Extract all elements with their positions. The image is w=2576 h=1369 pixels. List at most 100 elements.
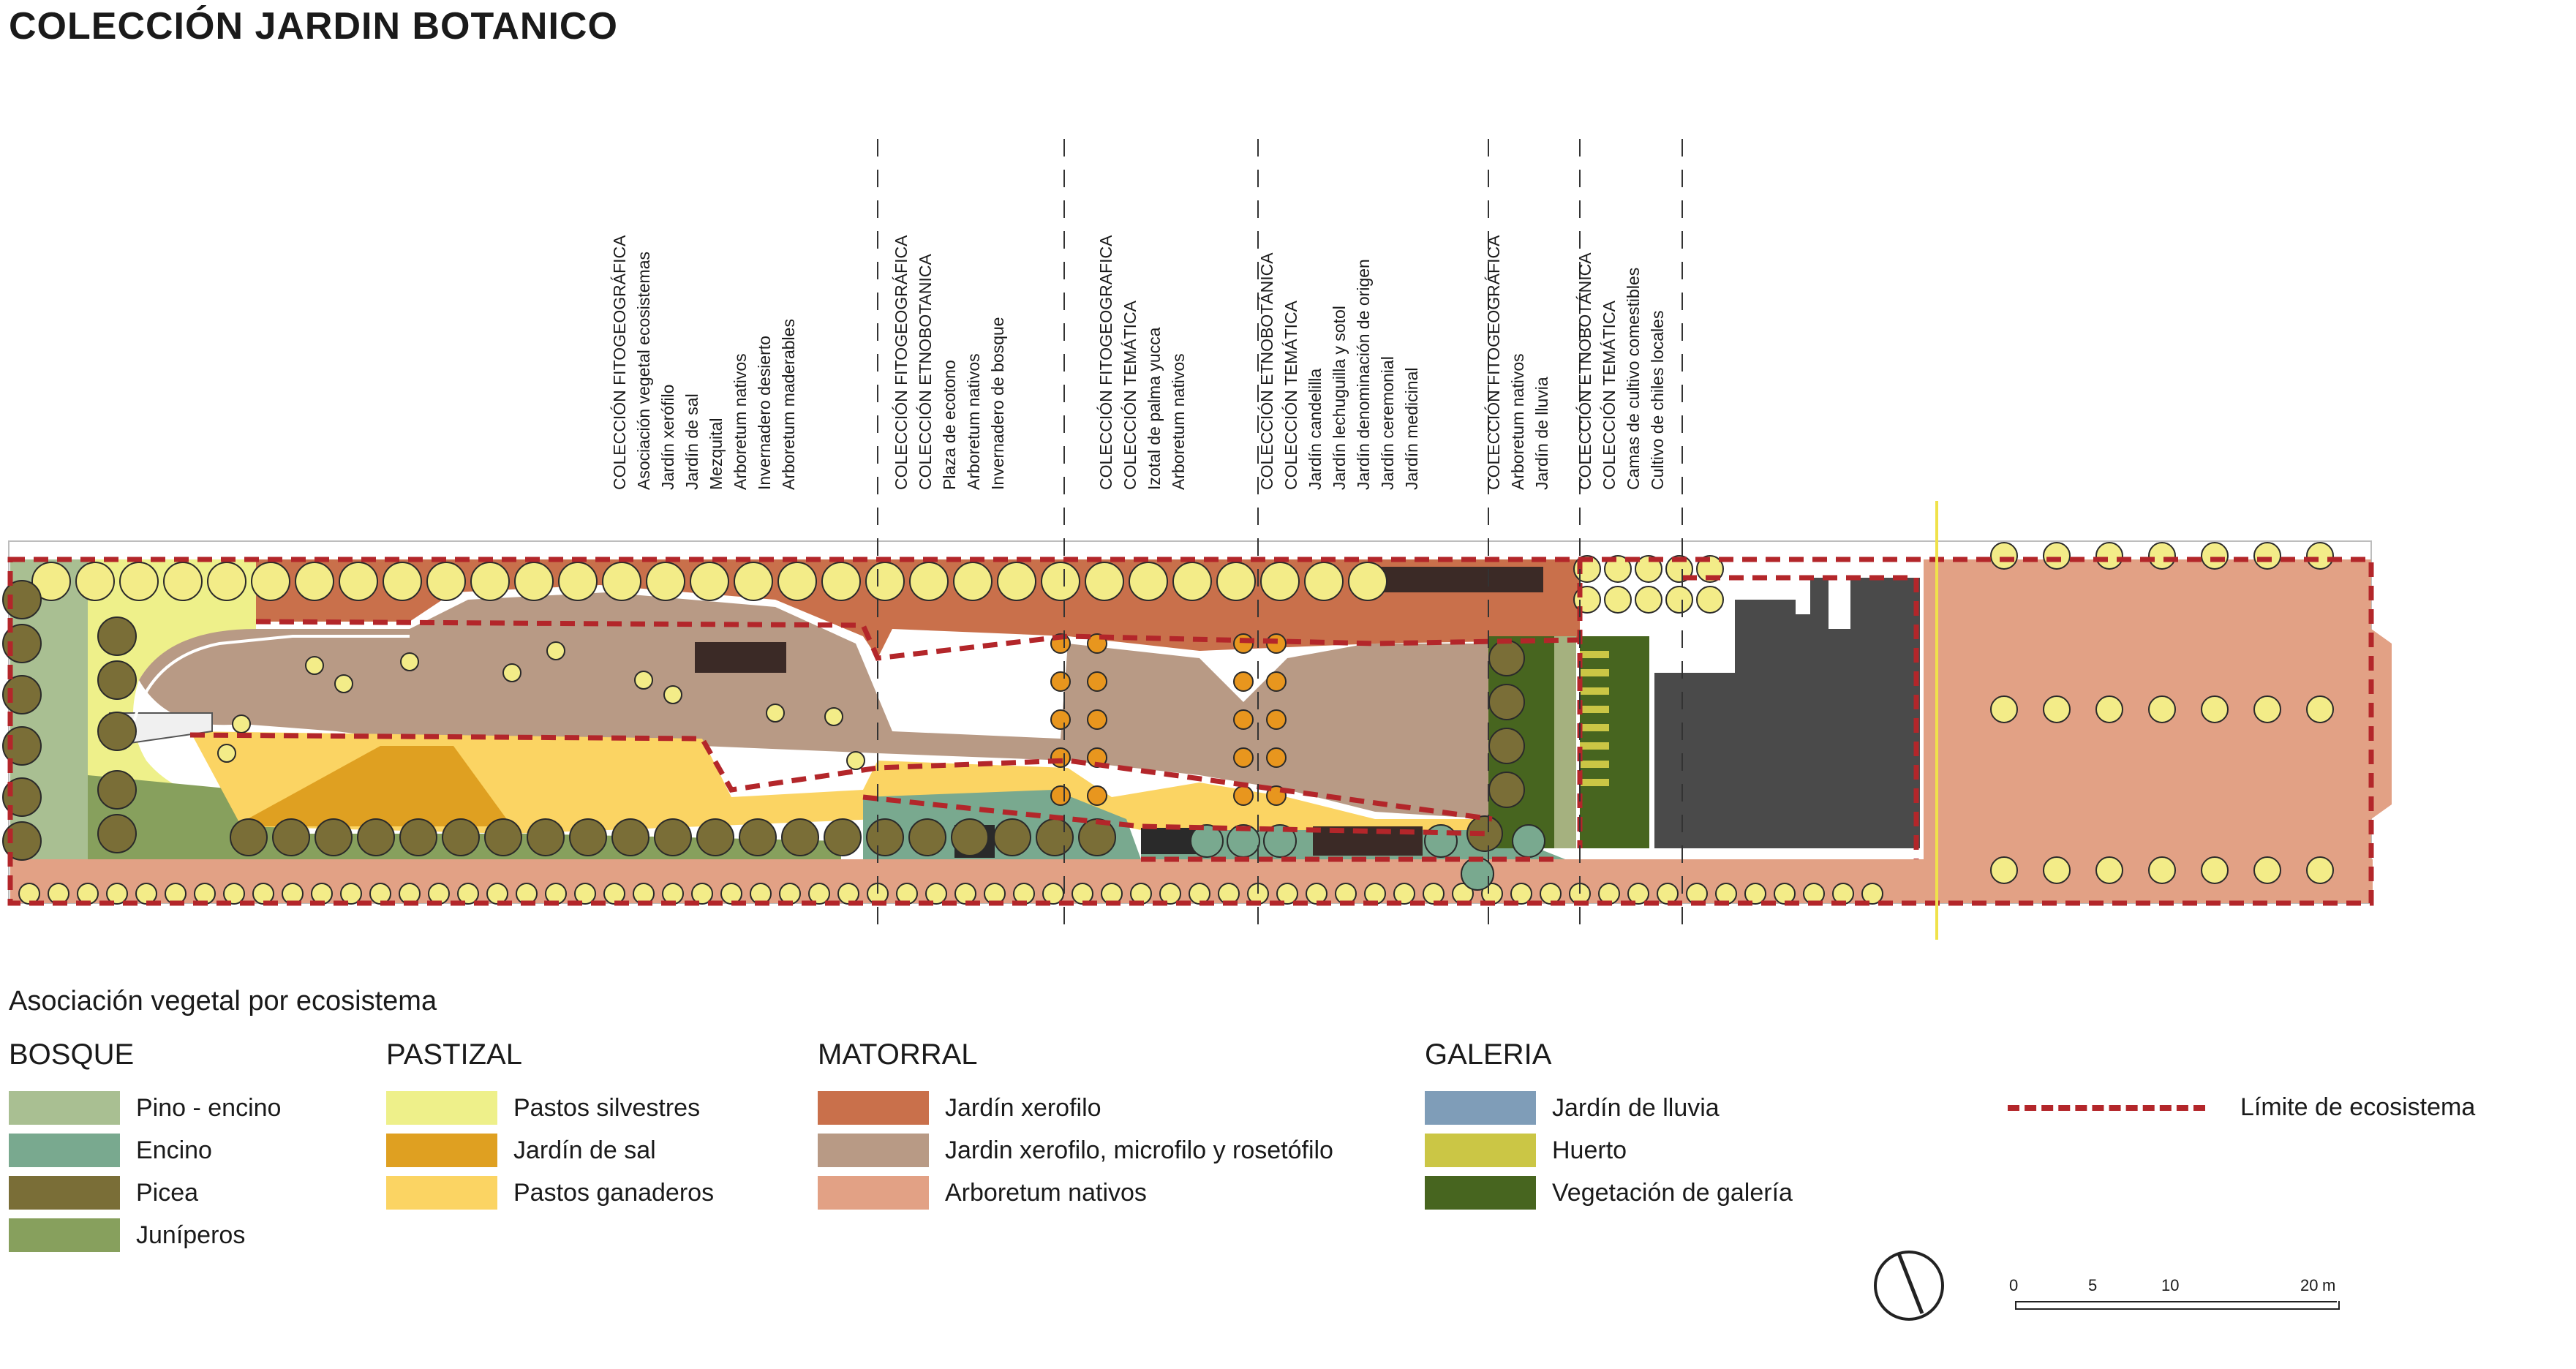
legend-swatch	[9, 1176, 120, 1210]
scale-frame	[2015, 1301, 2340, 1310]
tree-icon	[821, 562, 861, 601]
tree-icon	[1078, 818, 1116, 856]
legend-group-galeria: GALERIA Jardín de lluvia Huerto Vegetaci…	[1425, 1038, 1793, 1214]
tree-icon	[1233, 785, 1254, 806]
tree-icon	[846, 751, 865, 770]
tree-icon	[1393, 883, 1415, 905]
zone-label: COLECCIÓN ETNOBOTANICA	[916, 253, 935, 490]
tree-icon	[1304, 562, 1344, 601]
tree-icon	[1635, 555, 1662, 583]
tree-icon	[2043, 695, 2071, 723]
tree-icon	[1087, 671, 1107, 692]
tree-icon	[908, 818, 946, 856]
legend-title: Asociación vegetal por ecosistema	[9, 986, 437, 1017]
main-path	[130, 635, 410, 732]
tree-icon	[1087, 785, 1107, 806]
tree-icon	[777, 562, 817, 601]
tree-icon	[399, 818, 437, 856]
zone-label: Jardín de sal	[682, 393, 701, 490]
zone-label: COLECCIÓN FITOGEOGRÁFICA	[610, 235, 629, 490]
tree-icon	[1510, 883, 1532, 905]
legend-item: Jardin xerofilo, microfilo y rosetófilo	[818, 1129, 1333, 1172]
tree-icon	[1233, 747, 1254, 768]
tree-icon	[1233, 671, 1254, 692]
zone-label: Asociación vegetal ecosistemas	[634, 252, 653, 490]
legend-group-matorral: MATORRAL Jardín xerofilo Jardin xerofilo…	[818, 1038, 1333, 1214]
tree-icon	[925, 883, 947, 905]
tree-icon	[1087, 709, 1107, 730]
scale-tick-5: 5	[2088, 1276, 2098, 1294]
legend-item-label: Huerto	[1552, 1136, 1627, 1164]
tree-icon	[163, 562, 203, 601]
tree-icon	[1348, 562, 1387, 601]
tree-icon	[2306, 856, 2334, 884]
legend-item: Juníperos	[9, 1214, 281, 1256]
greenhouse-icon-2	[1375, 567, 1543, 592]
tree-icon	[1263, 824, 1297, 858]
tree-icon	[2148, 542, 2176, 570]
tree-icon	[1050, 709, 1071, 730]
boundary-label: Límite de ecosistema	[2240, 1093, 2476, 1121]
zone-arboretum-east	[1924, 559, 2371, 903]
greenhouse-icon	[695, 642, 786, 673]
zone-label: COLECCIÓN TEMÁTICA	[1600, 300, 1619, 490]
tree-icon	[484, 818, 522, 856]
tree-icon	[357, 818, 395, 856]
legend-swatch	[1425, 1176, 1536, 1210]
tree-icon	[457, 883, 479, 905]
tree-icon	[1665, 586, 1693, 614]
legend-item: Pastos silvestres	[386, 1087, 714, 1129]
legend-item: Picea	[9, 1172, 281, 1214]
legend-swatch	[818, 1091, 929, 1125]
tree-icon	[315, 818, 353, 856]
zone-label: Jardín candelilla	[1306, 369, 1325, 490]
zone-huerto	[1554, 636, 1576, 848]
legend-item-label: Pino - encino	[136, 1093, 282, 1122]
tree-icon	[1604, 586, 1632, 614]
zone-label: Camas de cultivo comestibles	[1624, 268, 1643, 490]
tree-icon	[997, 562, 1036, 601]
tree-icon	[569, 818, 607, 856]
legend-item: Pino - encino	[9, 1087, 281, 1129]
tree-icon	[993, 818, 1031, 856]
zone-label: Jardín ceremonial	[1378, 356, 1397, 490]
tree-icon	[2253, 856, 2281, 884]
zone-label: Jardín xerófilo	[658, 385, 677, 490]
legend-item-label: Jardín xerofilo	[945, 1093, 1101, 1122]
legend-item: Jardín xerofilo	[818, 1087, 1333, 1129]
tree-icon	[909, 562, 949, 601]
tree-icon	[1085, 562, 1124, 601]
tree-icon	[97, 814, 137, 853]
legend-swatch	[1425, 1134, 1536, 1167]
legend-group-name: PASTIZAL	[386, 1038, 522, 1071]
legend-item-label: Jardín de lluvia	[1552, 1093, 1720, 1122]
tree-icon	[106, 883, 128, 905]
tree-icon	[611, 818, 649, 856]
tree-icon	[654, 818, 692, 856]
zone-label: COLECCIÓN FITOGEOGRÁFICA	[1484, 235, 1503, 490]
tree-icon	[1190, 824, 1224, 858]
legend-group-bosque: BOSQUE Pino - encino Encino Picea Junípe…	[9, 1038, 281, 1256]
tree-icon	[207, 562, 246, 601]
legend-swatch	[386, 1134, 497, 1167]
north-arrow-icon	[1874, 1251, 1944, 1321]
legend-item: Vegetación de galería	[1425, 1172, 1793, 1214]
tree-icon	[739, 818, 777, 856]
legend-item-label: Pastos silvestres	[513, 1093, 701, 1122]
tree-icon	[2201, 542, 2229, 570]
tree-icon	[1627, 883, 1649, 905]
zone-label: Arboretum nativos	[1508, 353, 1527, 490]
tree-icon	[400, 652, 419, 671]
legend-item: Pastos ganaderos	[386, 1172, 714, 1214]
tree-icon	[1488, 684, 1525, 720]
tree-icon	[2201, 856, 2229, 884]
tree-icon	[574, 883, 596, 905]
tree-icon	[1050, 671, 1071, 692]
zone-label: COLECCIÓN ETNOBOTÁNICA	[1257, 252, 1276, 490]
tree-icon	[442, 818, 480, 856]
zone-label: Invernadero desierto	[755, 336, 774, 490]
tree-icon	[334, 674, 353, 693]
legend-group-pastizal: PASTIZAL Pastos silvestres Jardín de sal…	[386, 1038, 714, 1214]
tree-icon	[514, 562, 554, 601]
zone-label: Jardín medicinal	[1402, 368, 1421, 490]
